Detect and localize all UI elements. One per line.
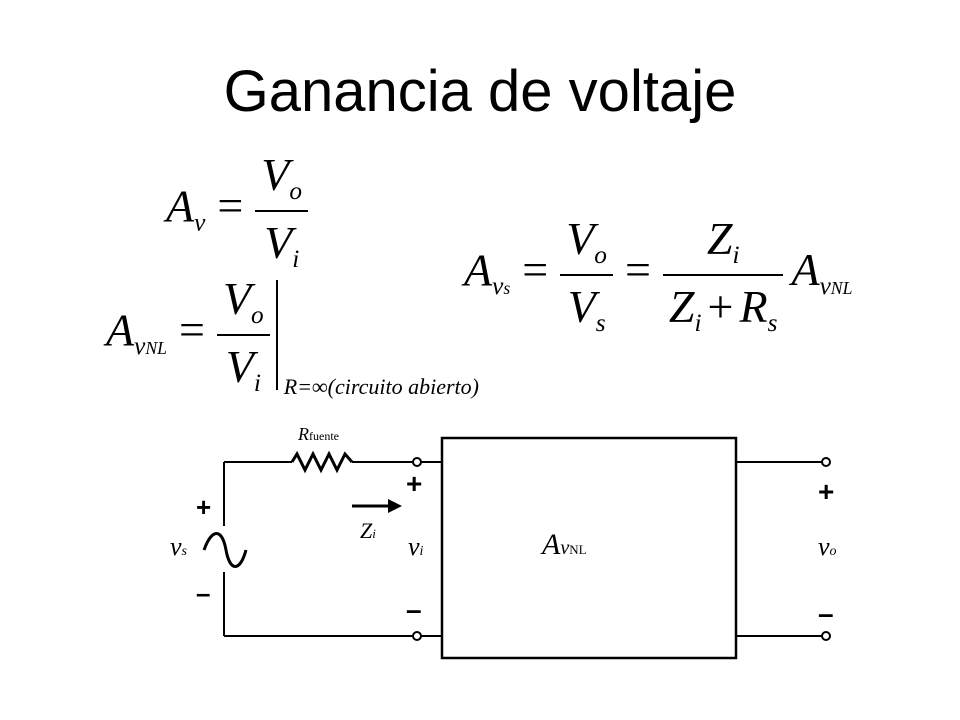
eq1-lhs: A — [166, 180, 195, 232]
vo-label: vo — [818, 532, 837, 561]
input-minus-sign: – — [406, 594, 422, 625]
source-plus-sign: + — [196, 492, 212, 522]
input-plus-sign: + — [406, 468, 423, 499]
terminal-input-bottom — [412, 631, 422, 641]
eq2-condition: R=∞(circuito abierto) — [283, 373, 479, 399]
zi-arrow-head — [388, 499, 402, 513]
output-plus-sign: + — [818, 476, 835, 507]
source-minus-sign: – — [196, 578, 211, 608]
resistor-label: Rfuente — [298, 424, 339, 444]
ac-source-symbol — [202, 532, 248, 568]
eq1-lhs-sub: v — [194, 208, 206, 237]
terminal-output-bottom — [821, 631, 831, 641]
evaluation-bar: R=∞(circuito abierto) — [275, 279, 479, 399]
terminal-output-top — [821, 457, 831, 467]
vi-label: vi — [408, 532, 424, 561]
output-minus-sign: – — [818, 598, 834, 629]
zi-label: Zi — [360, 518, 376, 543]
resistor — [290, 450, 354, 474]
block-label: AvNL — [542, 528, 587, 561]
vs-label: vs — [170, 532, 187, 561]
slide-title: Ganancia de voltaje — [223, 59, 737, 124]
amplifier-block — [440, 436, 738, 660]
terminal-input-top — [412, 457, 422, 467]
